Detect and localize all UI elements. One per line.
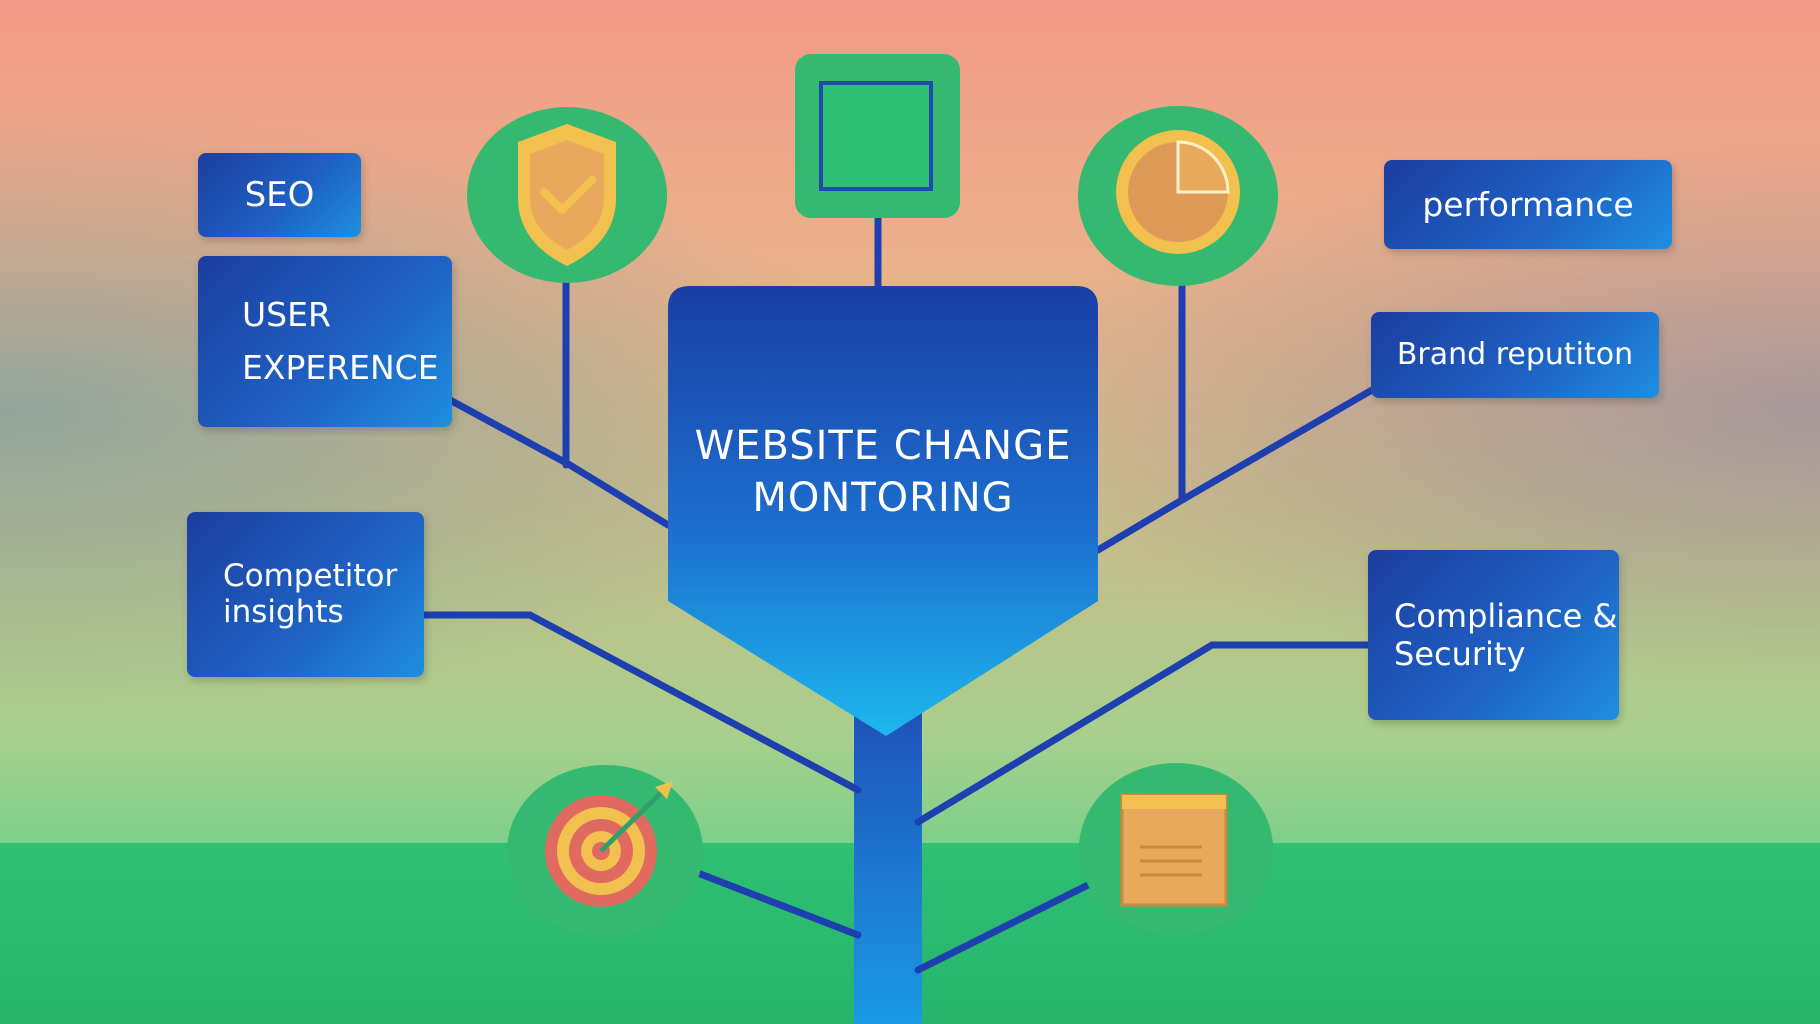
shield-check-icon: [466, 106, 668, 284]
square-frame-icon: [795, 54, 960, 218]
label-user-experience: USER EXPERENCE: [198, 256, 452, 427]
label-compliance-security-text: Compliance & Security: [1394, 596, 1618, 673]
label-seo: SEO: [198, 153, 361, 237]
center-title: WEBSITE CHANGE MONTORING: [694, 423, 1072, 521]
branch-competitor: [418, 611, 862, 794]
branch-compliance: [914, 641, 1374, 826]
target-arrow-icon: [505, 763, 705, 938]
label-brand-reputation: Brand repu‌titon: [1371, 312, 1659, 398]
label-compliance-security: Compliance & Security: [1368, 550, 1619, 720]
branch-user-experience: [446, 396, 672, 529]
label-user-experience-text: USER EXPERENCE: [242, 294, 439, 387]
branch-brand: [1094, 386, 1376, 554]
label-competitor-insights: Competitor insights: [187, 512, 424, 677]
branch-document: [914, 881, 1092, 974]
center-hub: [668, 286, 1098, 736]
document-icon: [1078, 763, 1274, 935]
label-performance: performance: [1384, 160, 1672, 249]
pie-chart-icon: [1078, 106, 1278, 286]
branch-lines: [418, 211, 1376, 974]
label-seo-text: SEO: [244, 174, 315, 215]
trunk: [854, 700, 922, 1024]
label-brand-reputation-text: Brand repu‌titon: [1396, 337, 1634, 373]
label-competitor-insights-text: Competitor insights: [223, 557, 398, 630]
label-performance-text: performance: [1422, 184, 1634, 224]
branch-target: [686, 866, 862, 939]
